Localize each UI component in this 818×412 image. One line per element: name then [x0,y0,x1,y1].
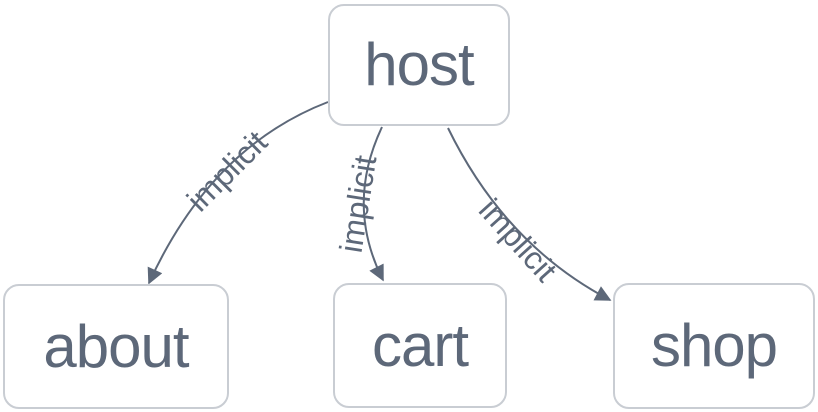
node-cart[interactable]: cart [333,283,507,408]
node-host[interactable]: host [328,4,510,126]
node-about[interactable]: about [3,284,229,409]
node-cart-label: cart [371,311,469,379]
edge-host-about [147,101,329,285]
node-host-label: host [364,31,474,98]
node-about-label: about [43,312,189,380]
edge-host-cart [362,126,384,282]
node-shop[interactable]: shop [613,283,815,409]
node-shop-label: shop [650,312,778,379]
edge-host-shop [447,127,612,301]
